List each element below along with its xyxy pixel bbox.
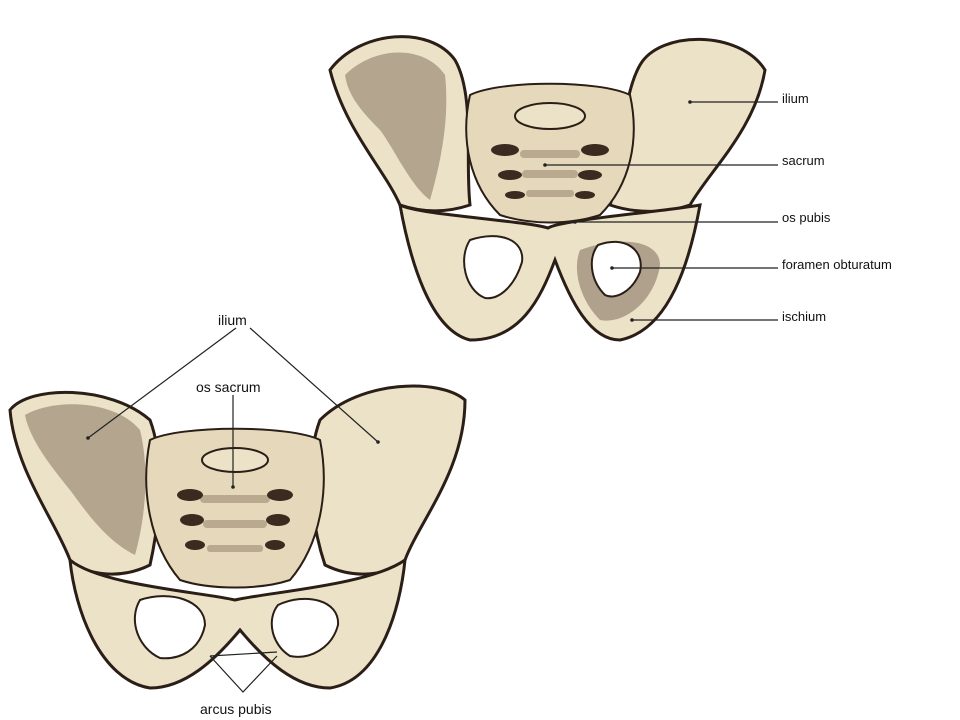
label-top-foramen-obturatum: foramen obturatum [782,257,892,272]
label-top-os-pubis: os pubis [782,210,831,225]
label-top-ischium: ischium [782,309,827,324]
top-pelvis-illustration [328,35,767,342]
label-top-sacrum: sacrum [782,153,825,168]
bottom-right-obturator-foramen [270,597,340,658]
bottom-pubic-ring [68,556,407,690]
top-leader-lines [543,100,778,322]
top-right-obturator-foramen [590,240,642,298]
bottom-leader-lines [86,327,380,693]
leader-bottom-ilium-right [249,327,379,443]
label-top-ilium: ilium [782,91,809,106]
bottom-left-obturator-foramen [133,595,207,660]
bottom-pelvis-illustration [8,384,467,690]
leader-bottom-arcus-pubis [209,655,278,693]
label-bottom-ilium: ilium [218,312,247,328]
top-left-obturator-foramen [463,235,524,300]
label-bottom-arcus-pubis: arcus pubis [200,701,272,717]
bottom-right-ilium [309,384,467,576]
leader-bottom-ilium-left [87,327,237,439]
label-bottom-os-sacrum: os sacrum [196,379,261,395]
